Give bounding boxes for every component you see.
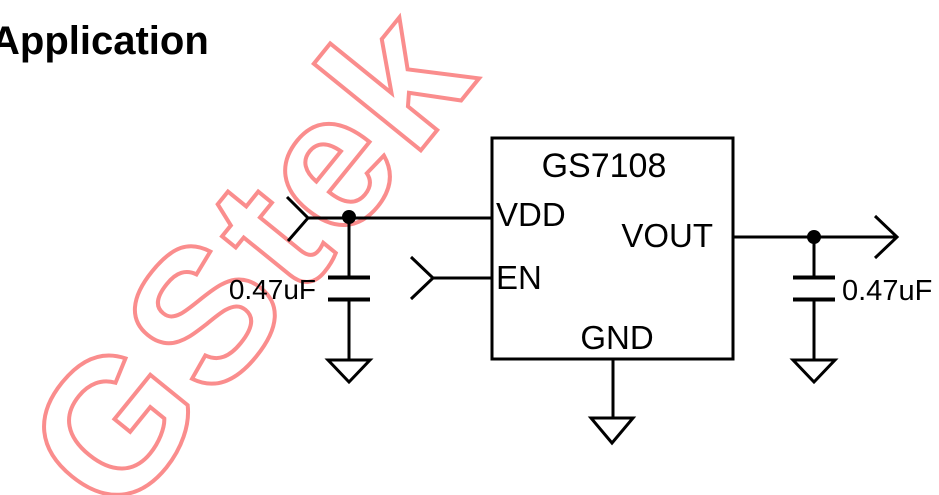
pin-label-vdd: VDD xyxy=(496,196,566,233)
en-input-connector-icon xyxy=(409,255,436,301)
pin-label-en: EN xyxy=(496,259,542,296)
output-capacitor-value: 0.47uF xyxy=(842,275,932,307)
vout-output-arrow-icon xyxy=(873,214,900,260)
pin-label-vout: VOUT xyxy=(621,217,713,254)
vdd-junction-dot xyxy=(342,210,356,224)
vdd-input-connector-icon xyxy=(285,195,311,242)
ic-name: GS7108 xyxy=(542,147,667,185)
ic-body xyxy=(490,136,735,361)
output-ground-symbol xyxy=(789,358,839,385)
page-title: Application xyxy=(0,19,209,63)
input-capacitor-value: 0.47uF xyxy=(229,274,316,305)
input-ground-symbol xyxy=(324,358,374,385)
pin-label-gnd: GND xyxy=(580,319,653,356)
ic-ground-symbol xyxy=(587,416,637,446)
